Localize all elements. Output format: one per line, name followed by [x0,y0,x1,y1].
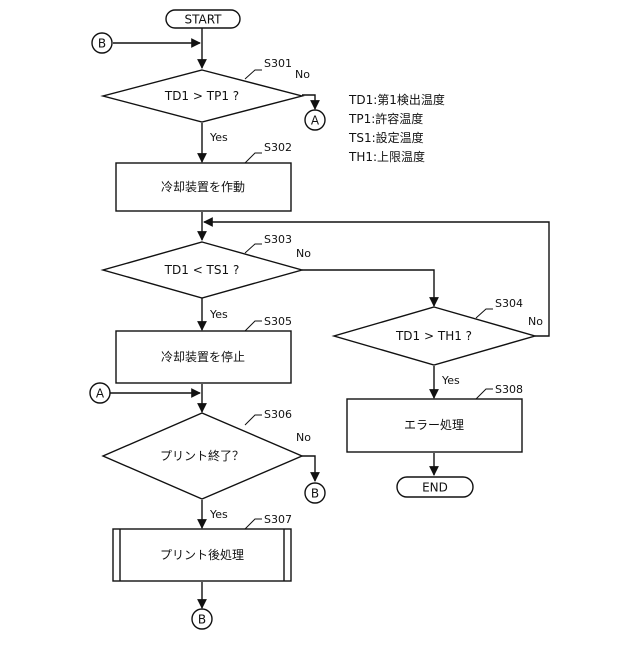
decision-s303: TD1 < TS1 ? S303 No Yes [103,233,311,321]
process-s305: 冷却装置を停止 S305 [116,315,292,383]
branch-yes-s301: Yes [209,131,228,144]
step-id-s302: S302 [264,141,292,154]
connector-b-right-label: B [311,487,319,501]
step-id-s301: S301 [264,57,292,70]
edge-s306-no [302,456,315,481]
connector-a-right-label: A [311,114,320,128]
process-s307-text: プリント後処理 [160,548,244,562]
connector-a-left: A [90,383,110,403]
terminal-start: START [166,10,240,28]
connector-a-right: A [305,110,325,130]
process-s308: エラー処理 S308 [347,383,523,452]
process-s305-text: 冷却装置を停止 [161,349,245,364]
edge-s301-no [302,95,315,109]
step-leader [245,153,262,163]
branch-no-s306: No [296,431,311,444]
decision-s306: プリント終了？ S306 No Yes [103,408,311,521]
decision-s303-text: TD1 < TS1 ? [164,263,240,277]
connector-b-bottom: B [192,609,212,629]
decision-s306-text: プリント終了？ [160,448,244,463]
legend-item-ts1: TS1:設定温度 [348,130,424,145]
branch-yes-s303: Yes [209,308,228,321]
step-id-s308: S308 [495,383,523,396]
connector-b-right: B [305,483,325,503]
branch-no-s301: No [295,68,310,81]
branch-no-s303: No [296,247,311,260]
decision-s304: TD1 > TH1 ? S304 No Yes [334,297,543,387]
process-s308-text: エラー処理 [404,418,464,432]
process-s302-text: 冷却装置を作動 [161,180,245,194]
step-id-s303: S303 [264,233,292,246]
branch-yes-s304: Yes [441,374,460,387]
connector-b-top-label: B [98,37,106,51]
edge-s303-no [302,270,434,306]
connector-b-top: B [92,33,112,53]
branch-no-s304: No [528,315,543,328]
branch-yes-s306: Yes [209,508,228,521]
step-id-s306: S306 [264,408,292,421]
legend: TD1:第1検出温度 TP1:許容温度 TS1:設定温度 TH1:上限温度 [348,92,445,164]
legend-item-th1: TH1:上限温度 [348,149,425,164]
decision-s304-text: TD1 > TH1 ? [395,329,472,343]
decision-s301: TD1 > TP1 ? S301 No Yes [103,57,310,144]
step-leader [476,309,493,318]
step-leader [245,519,262,529]
step-id-s305: S305 [264,315,292,328]
step-id-s304: S304 [495,297,523,310]
step-id-s307: S307 [264,513,292,526]
step-leader [476,389,493,399]
legend-item-tp1: TP1:許容温度 [348,111,423,126]
connector-a-left-label: A [96,387,105,401]
terminal-end-label: END [422,481,448,495]
connector-b-bottom-label: B [198,613,206,627]
step-leader [245,415,262,425]
step-leader [245,321,262,331]
legend-item-td1: TD1:第1検出温度 [348,92,445,107]
process-s302: 冷却装置を作動 S302 [116,141,292,211]
terminal-start-label: START [184,13,222,27]
step-leader [245,70,262,79]
terminal-end: END [397,477,473,497]
decision-s301-text: TD1 > TP1 ? [164,89,239,103]
step-leader [245,244,262,253]
